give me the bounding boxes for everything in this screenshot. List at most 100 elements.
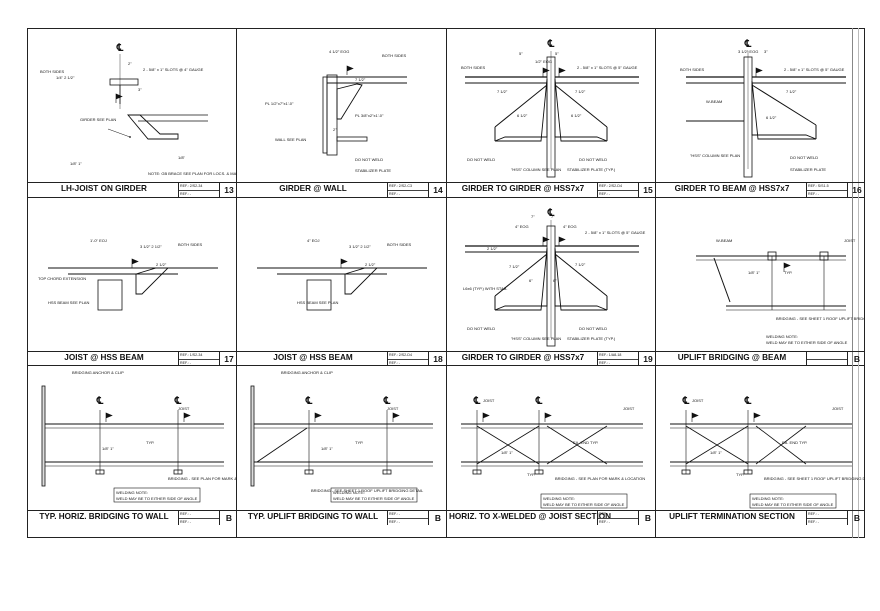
detail-note: DO NOT WELD bbox=[467, 157, 495, 162]
detail-note: HSS BEAM SEE PLAN bbox=[297, 300, 338, 305]
detail-note: BOTH SIDES bbox=[461, 65, 486, 70]
detail-note: 7 1/2" bbox=[497, 89, 508, 94]
title-block: LH-JOIST ON GIRDER REF.: 2/S2-34 REF.: -… bbox=[28, 182, 237, 197]
detail-title: JOIST @ HSS BEAM bbox=[64, 353, 144, 362]
detail-note: 2 - 5/8" x 1" SLOTS @ 5" GAUGE bbox=[585, 230, 646, 235]
drawing-member bbox=[681, 469, 691, 475]
column-divider bbox=[446, 28, 447, 538]
detail-note: 2 - 5/8" x 1" SLOTS @ 5" GAUGE bbox=[577, 65, 638, 70]
detail-note: NOTE: GB BRACE SEE PLAN FOR LOCS. & MARK… bbox=[148, 171, 237, 176]
drawing-member bbox=[534, 469, 544, 475]
detail-note: 3 1/2" EOG bbox=[738, 49, 758, 54]
detail-note: 2" bbox=[128, 61, 132, 66]
drawing-line bbox=[494, 253, 548, 297]
weld-flag-icon bbox=[558, 67, 566, 77]
centerline-icon: ℄ bbox=[744, 39, 752, 50]
detail-number: B bbox=[428, 511, 446, 525]
weld-flag-icon bbox=[558, 236, 566, 246]
detail-note: 3" bbox=[138, 87, 142, 92]
title-block: HORIZ. TO X-WELDED @ JOIST SECTION REF.:… bbox=[447, 510, 656, 525]
drawing-plate bbox=[344, 267, 379, 295]
welding-note-box bbox=[540, 493, 628, 509]
weld-flag-icon bbox=[542, 67, 550, 77]
reference-line: REF.: 2/S2-C3 bbox=[388, 183, 428, 191]
detail-number: B bbox=[847, 511, 865, 525]
detail-number: 16 bbox=[847, 183, 865, 197]
detail-note: DO NOT WELD bbox=[355, 157, 383, 162]
detail-note: BRIDGING - SEE PLAN FOR MARK & LOCATION bbox=[555, 476, 645, 481]
detail-note: 2 1/2" bbox=[156, 262, 167, 267]
reference-box: REF.: 2/S2-C3 REF.: - bbox=[387, 183, 428, 197]
weld-flag-icon bbox=[392, 412, 400, 422]
reference-line: REF.: 1/A8-18 bbox=[598, 352, 638, 360]
reference-line: REF.: 2/S2-D4 bbox=[388, 352, 428, 360]
detail-note: 7 1/2" bbox=[509, 264, 520, 269]
row-divider bbox=[27, 197, 865, 198]
welding-note-box bbox=[113, 487, 201, 503]
detail-note: 2 1/2" bbox=[365, 262, 376, 267]
weld-flag-icon bbox=[691, 412, 699, 422]
detail-note: BOTH SIDES bbox=[178, 242, 203, 247]
detail-note: JOIST bbox=[483, 398, 495, 403]
detail-note: 6" bbox=[553, 278, 557, 283]
detail-title: HORIZ. TO X-WELDED @ JOIST SECTION bbox=[449, 512, 612, 521]
detail-note: 6 1/2" bbox=[517, 113, 528, 118]
centerline-icon: ℄ bbox=[682, 396, 690, 407]
detail-note: 7" bbox=[551, 214, 555, 219]
weld-flag-icon bbox=[314, 412, 322, 422]
detail-note: 3" bbox=[764, 49, 768, 54]
detail-note: PL 1/2"x7"x1'-0" bbox=[265, 101, 294, 106]
drawing-member bbox=[250, 385, 255, 487]
reference-box: REF.: - REF.: - bbox=[178, 511, 219, 525]
drawing-member bbox=[95, 469, 105, 475]
detail-note: 2 1/2" bbox=[487, 246, 498, 251]
detail-note: WELD MAY BE TO EITHER SIDE OF ANGLE bbox=[333, 496, 415, 501]
drawing-plate bbox=[494, 247, 548, 311]
detail-note: W-BEAM bbox=[716, 238, 732, 243]
drawing-line bbox=[256, 427, 308, 463]
weld-flag-icon bbox=[783, 262, 791, 272]
detail-note: EA. END TYP. bbox=[573, 440, 598, 445]
reference-line: REF.: - bbox=[807, 511, 847, 519]
reference-box: REF.: - REF.: - bbox=[597, 511, 638, 525]
detail-note: TYP. bbox=[355, 440, 363, 445]
detail-note: 4" EOG bbox=[515, 224, 529, 229]
detail-note: 6 1/2" bbox=[766, 115, 777, 120]
detail-note: 1/8" 1" bbox=[501, 450, 513, 455]
reference-line: REF.: - bbox=[807, 191, 847, 198]
drawing-plate bbox=[554, 78, 608, 142]
detail-note: DO NOT WELD bbox=[579, 157, 607, 162]
detail-title: TYP. HORIZ. BRIDGING TO WALL bbox=[39, 512, 169, 521]
reference-line: REF.: 2/S2-34 bbox=[179, 183, 219, 191]
reference-box: REF.: 2/S2-D4 REF.: - bbox=[597, 183, 638, 197]
title-block: UPLIFT TERMINATION SECTION REF.: - REF.:… bbox=[656, 510, 865, 525]
weld-flag-icon bbox=[105, 412, 113, 422]
detail-note: 1/8" 1" bbox=[102, 446, 114, 451]
reference-box bbox=[806, 352, 847, 366]
detail-note: 1/8" 1" bbox=[710, 450, 722, 455]
column-divider bbox=[655, 28, 656, 538]
drawing-member bbox=[336, 136, 368, 142]
centerline-icon: ℄ bbox=[547, 39, 555, 50]
drawing-member bbox=[322, 76, 328, 154]
detail-note: WALL SEE PLAN bbox=[275, 137, 306, 142]
reference-line bbox=[807, 352, 847, 360]
detail-note: 4" EOG bbox=[563, 224, 577, 229]
drawing-line bbox=[554, 253, 608, 297]
reference-line: REF.: S/S1.5 bbox=[807, 183, 847, 191]
title-block: GIRDER TO GIRDER @ HSS7x7 REF.: 1/A8-18 … bbox=[447, 351, 656, 366]
detail-number: 15 bbox=[638, 183, 656, 197]
drawing-line bbox=[107, 128, 131, 138]
detail-note: DO NOT WELD bbox=[790, 155, 818, 160]
detail-note: STABILIZER PLATE (TYP.) bbox=[567, 167, 616, 172]
detail-note: WELDING NOTE: bbox=[766, 334, 798, 339]
